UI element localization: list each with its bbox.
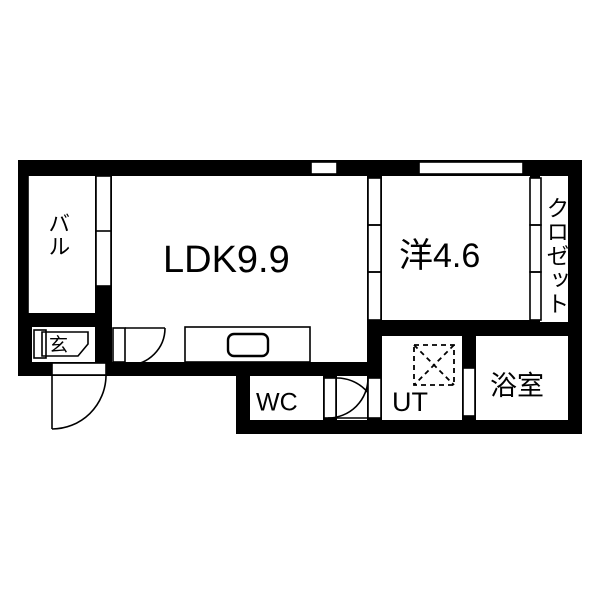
door-ut-arc <box>327 377 369 419</box>
door-bath-leaf <box>462 367 476 417</box>
room-bath-area <box>476 336 568 420</box>
door-closet-panel-3 <box>529 271 542 321</box>
wall-wc-left <box>236 376 250 434</box>
label-ldk: LDK9.9 <box>163 239 290 281</box>
room-interiors <box>28 176 568 420</box>
washing-machine-pan-icon <box>413 344 455 386</box>
door-entrance-leaf <box>51 362 107 376</box>
window-bedroom-top-frame <box>418 161 524 175</box>
room-closet-area <box>540 176 568 322</box>
label-ut: UT <box>392 387 428 417</box>
room-bedroom-area <box>382 176 530 320</box>
door-ldk-arc <box>127 327 166 366</box>
room-wc-area <box>250 376 323 420</box>
door-bedroom-sliding-group <box>368 178 381 320</box>
door-ldk-leaf <box>112 327 126 363</box>
kitchen-counter <box>184 326 311 363</box>
wall-left-entrance <box>18 313 32 376</box>
door-closet-sliding-group <box>530 178 541 320</box>
entrance-step-outline <box>41 331 89 357</box>
wall-bedroom-bottom <box>367 320 582 336</box>
wall-wc-bottom <box>236 420 346 434</box>
room-balcony-area <box>28 176 95 313</box>
fixtures <box>33 326 455 386</box>
balcony-railing <box>21 175 29 314</box>
doors <box>51 327 476 430</box>
wall-entrance-ldk <box>95 313 112 376</box>
label-closet: クロゼット <box>543 196 569 316</box>
openings-and-windows <box>21 161 542 321</box>
room-labels: LDK9.9 洋4.6 クロゼット バル 玄 WC UT 浴室 <box>45 196 569 417</box>
label-wc: WC <box>256 389 298 417</box>
door-ut-leaf-slot <box>368 378 381 418</box>
label-bedroom: 洋4.6 <box>399 237 480 275</box>
wall-bottom-exterior <box>323 420 582 434</box>
label-bath: 浴室 <box>490 371 544 401</box>
door-bath-leaf-slot <box>463 368 475 416</box>
label-entrance: 玄 <box>49 334 68 356</box>
washer-pan-x2 <box>413 344 455 386</box>
door-ldk-leaf-slot <box>113 328 125 362</box>
wall-hall-right-lower <box>323 362 383 378</box>
door-entrance-arc <box>51 375 107 430</box>
label-balcony: バル <box>45 212 70 258</box>
wall-left-balcony <box>18 160 28 313</box>
window-ldk-top-frame <box>310 161 338 175</box>
door-ut-leaf <box>367 377 382 419</box>
door-bedroom-panel-3 <box>367 271 382 321</box>
kitchen-sink-icon <box>226 332 270 358</box>
wall-right-exterior <box>568 160 582 434</box>
wall-ldk-bottom <box>112 362 323 376</box>
window-bedroom-top <box>419 162 523 174</box>
entrance-shoebox <box>33 329 47 359</box>
door-wc-leaf-slot <box>324 378 336 418</box>
door-entrance-leaf-slot <box>52 363 106 375</box>
window-ldk-top <box>311 162 337 174</box>
